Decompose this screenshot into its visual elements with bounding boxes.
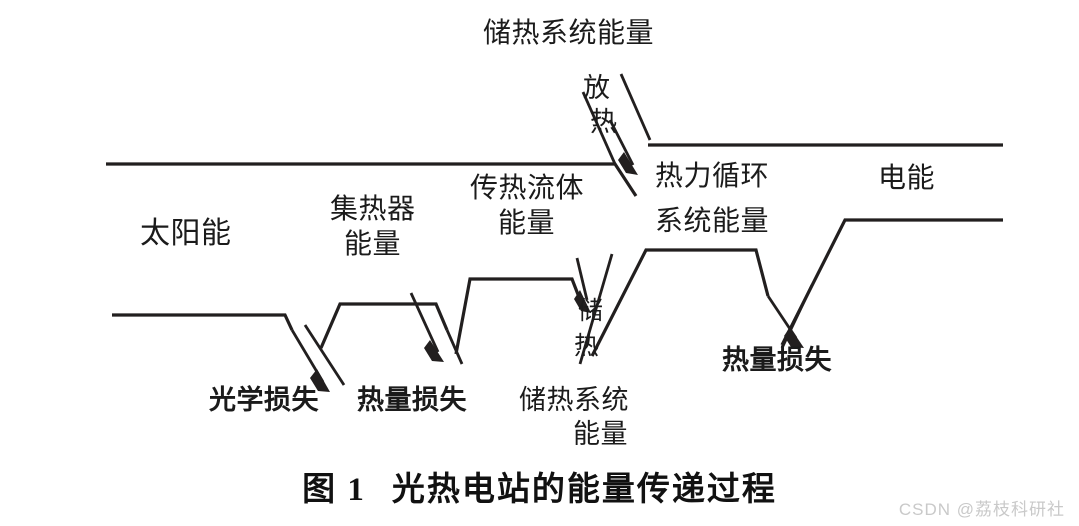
collector-heat-loss-arrow bbox=[409, 292, 464, 365]
floor-solar bbox=[112, 313, 294, 331]
figure-caption-text: 光热电站的能量传递过程 bbox=[391, 472, 777, 508]
label-discharge-char1: 放 bbox=[583, 73, 611, 103]
watermark: CSDN @荔枝科研社 bbox=[898, 500, 1065, 519]
label-storage-energy-line2: 能量 bbox=[573, 419, 628, 449]
label-collector-energy-line1: 集热器 bbox=[330, 194, 416, 225]
label-htf-energy-line1: 传热流体 bbox=[470, 173, 585, 204]
floor-electricity bbox=[780, 218, 1003, 346]
figure-caption: 图 1 光热电站的能量传递过程 bbox=[0, 462, 1079, 510]
label-power-cycle-line1: 热力循环 bbox=[655, 161, 770, 192]
label-collector-energy-line2: 能量 bbox=[344, 229, 402, 260]
label-charge-char1: 储 bbox=[578, 298, 604, 325]
label-htf-energy-line2: 能量 bbox=[498, 208, 556, 239]
cycle-heat-loss-arrow bbox=[766, 284, 814, 349]
label-charge-char2: 热 bbox=[574, 333, 600, 360]
label-collector-heat-loss: 热量损失 bbox=[357, 385, 467, 415]
optical-loss-arrow bbox=[290, 324, 346, 392]
label-optical-loss: 光学损失 bbox=[209, 385, 319, 415]
label-power-cycle-line2: 系统能量 bbox=[655, 206, 770, 237]
label-electricity: 电能 bbox=[878, 163, 936, 194]
floor-power-cycle bbox=[590, 248, 770, 357]
storage-charge-arrow bbox=[574, 253, 614, 365]
label-storage-energy-line1: 储热系统 bbox=[519, 385, 629, 415]
label-storage-system-energy-top: 储热系统能量 bbox=[483, 18, 655, 49]
storage-discharge-arrow bbox=[581, 73, 652, 175]
floor-collector bbox=[319, 302, 449, 349]
label-discharge-char2: 热 bbox=[590, 107, 618, 137]
figure-caption-number: 图 1 bbox=[302, 472, 366, 508]
floor-htf bbox=[454, 277, 586, 355]
label-solar-energy: 太阳能 bbox=[140, 217, 232, 250]
label-cycle-heat-loss: 热量损失 bbox=[722, 345, 832, 375]
